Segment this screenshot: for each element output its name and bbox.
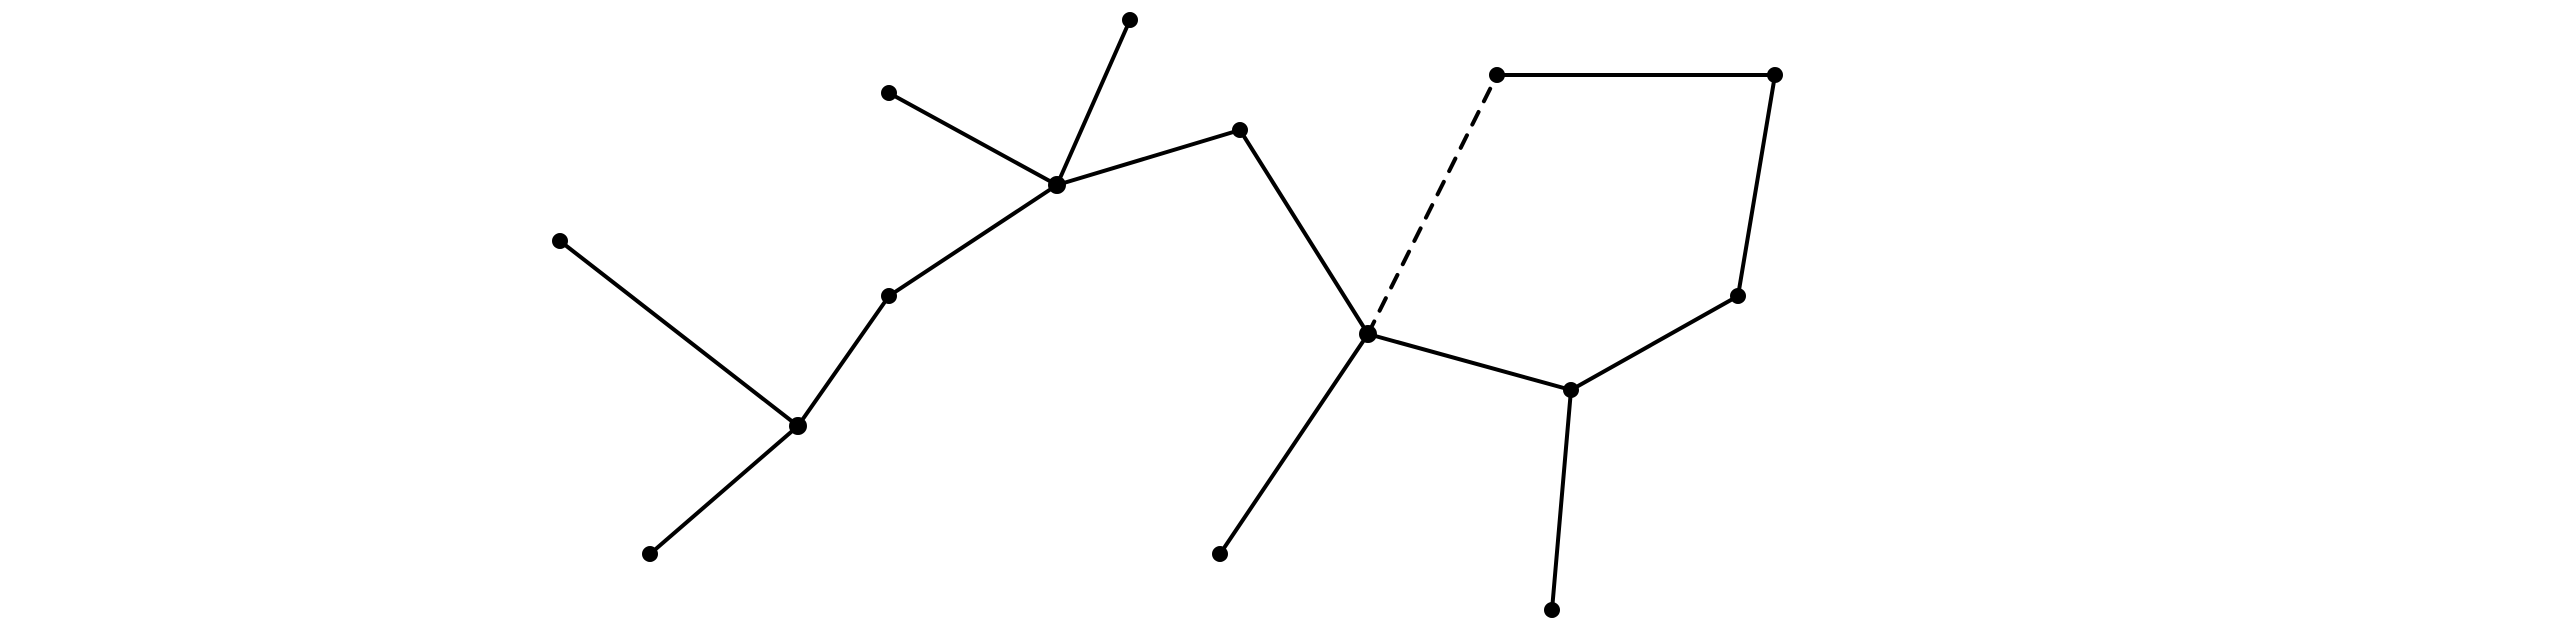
graph-node-2 (789, 417, 807, 435)
edge-12 (1736, 73, 1777, 298)
graph-node-14 (1563, 382, 1579, 398)
edge-14 (1366, 332, 1573, 392)
graph-node-15 (1544, 602, 1560, 618)
graph-node-6 (881, 85, 897, 101)
edge-2 (648, 424, 800, 556)
edge-3 (796, 294, 891, 428)
edge-8 (1238, 128, 1370, 336)
graph-node-12 (1767, 67, 1783, 83)
graph-node-5 (1048, 176, 1066, 194)
graph-node-11 (1489, 67, 1505, 83)
edge-1 (558, 239, 800, 428)
graph-node-7 (1122, 12, 1138, 28)
edge-5 (887, 91, 1059, 187)
edge-13 (1569, 294, 1740, 392)
graph-node-10 (1212, 546, 1228, 562)
dashed-edge-10 (1366, 73, 1499, 336)
edge-layer (558, 18, 1777, 612)
node-layer (552, 12, 1783, 618)
graph-node-4 (881, 288, 897, 304)
graph-node-8 (1232, 122, 1248, 138)
edge-9 (1218, 332, 1370, 556)
graph-node-3 (642, 546, 658, 562)
graph-node-1 (552, 233, 568, 249)
edge-6 (1055, 18, 1132, 187)
edge-7 (1055, 128, 1242, 187)
edge-4 (887, 183, 1059, 298)
graph-node-13 (1730, 288, 1746, 304)
edge-15 (1550, 388, 1573, 612)
graph-node-9 (1359, 325, 1377, 343)
